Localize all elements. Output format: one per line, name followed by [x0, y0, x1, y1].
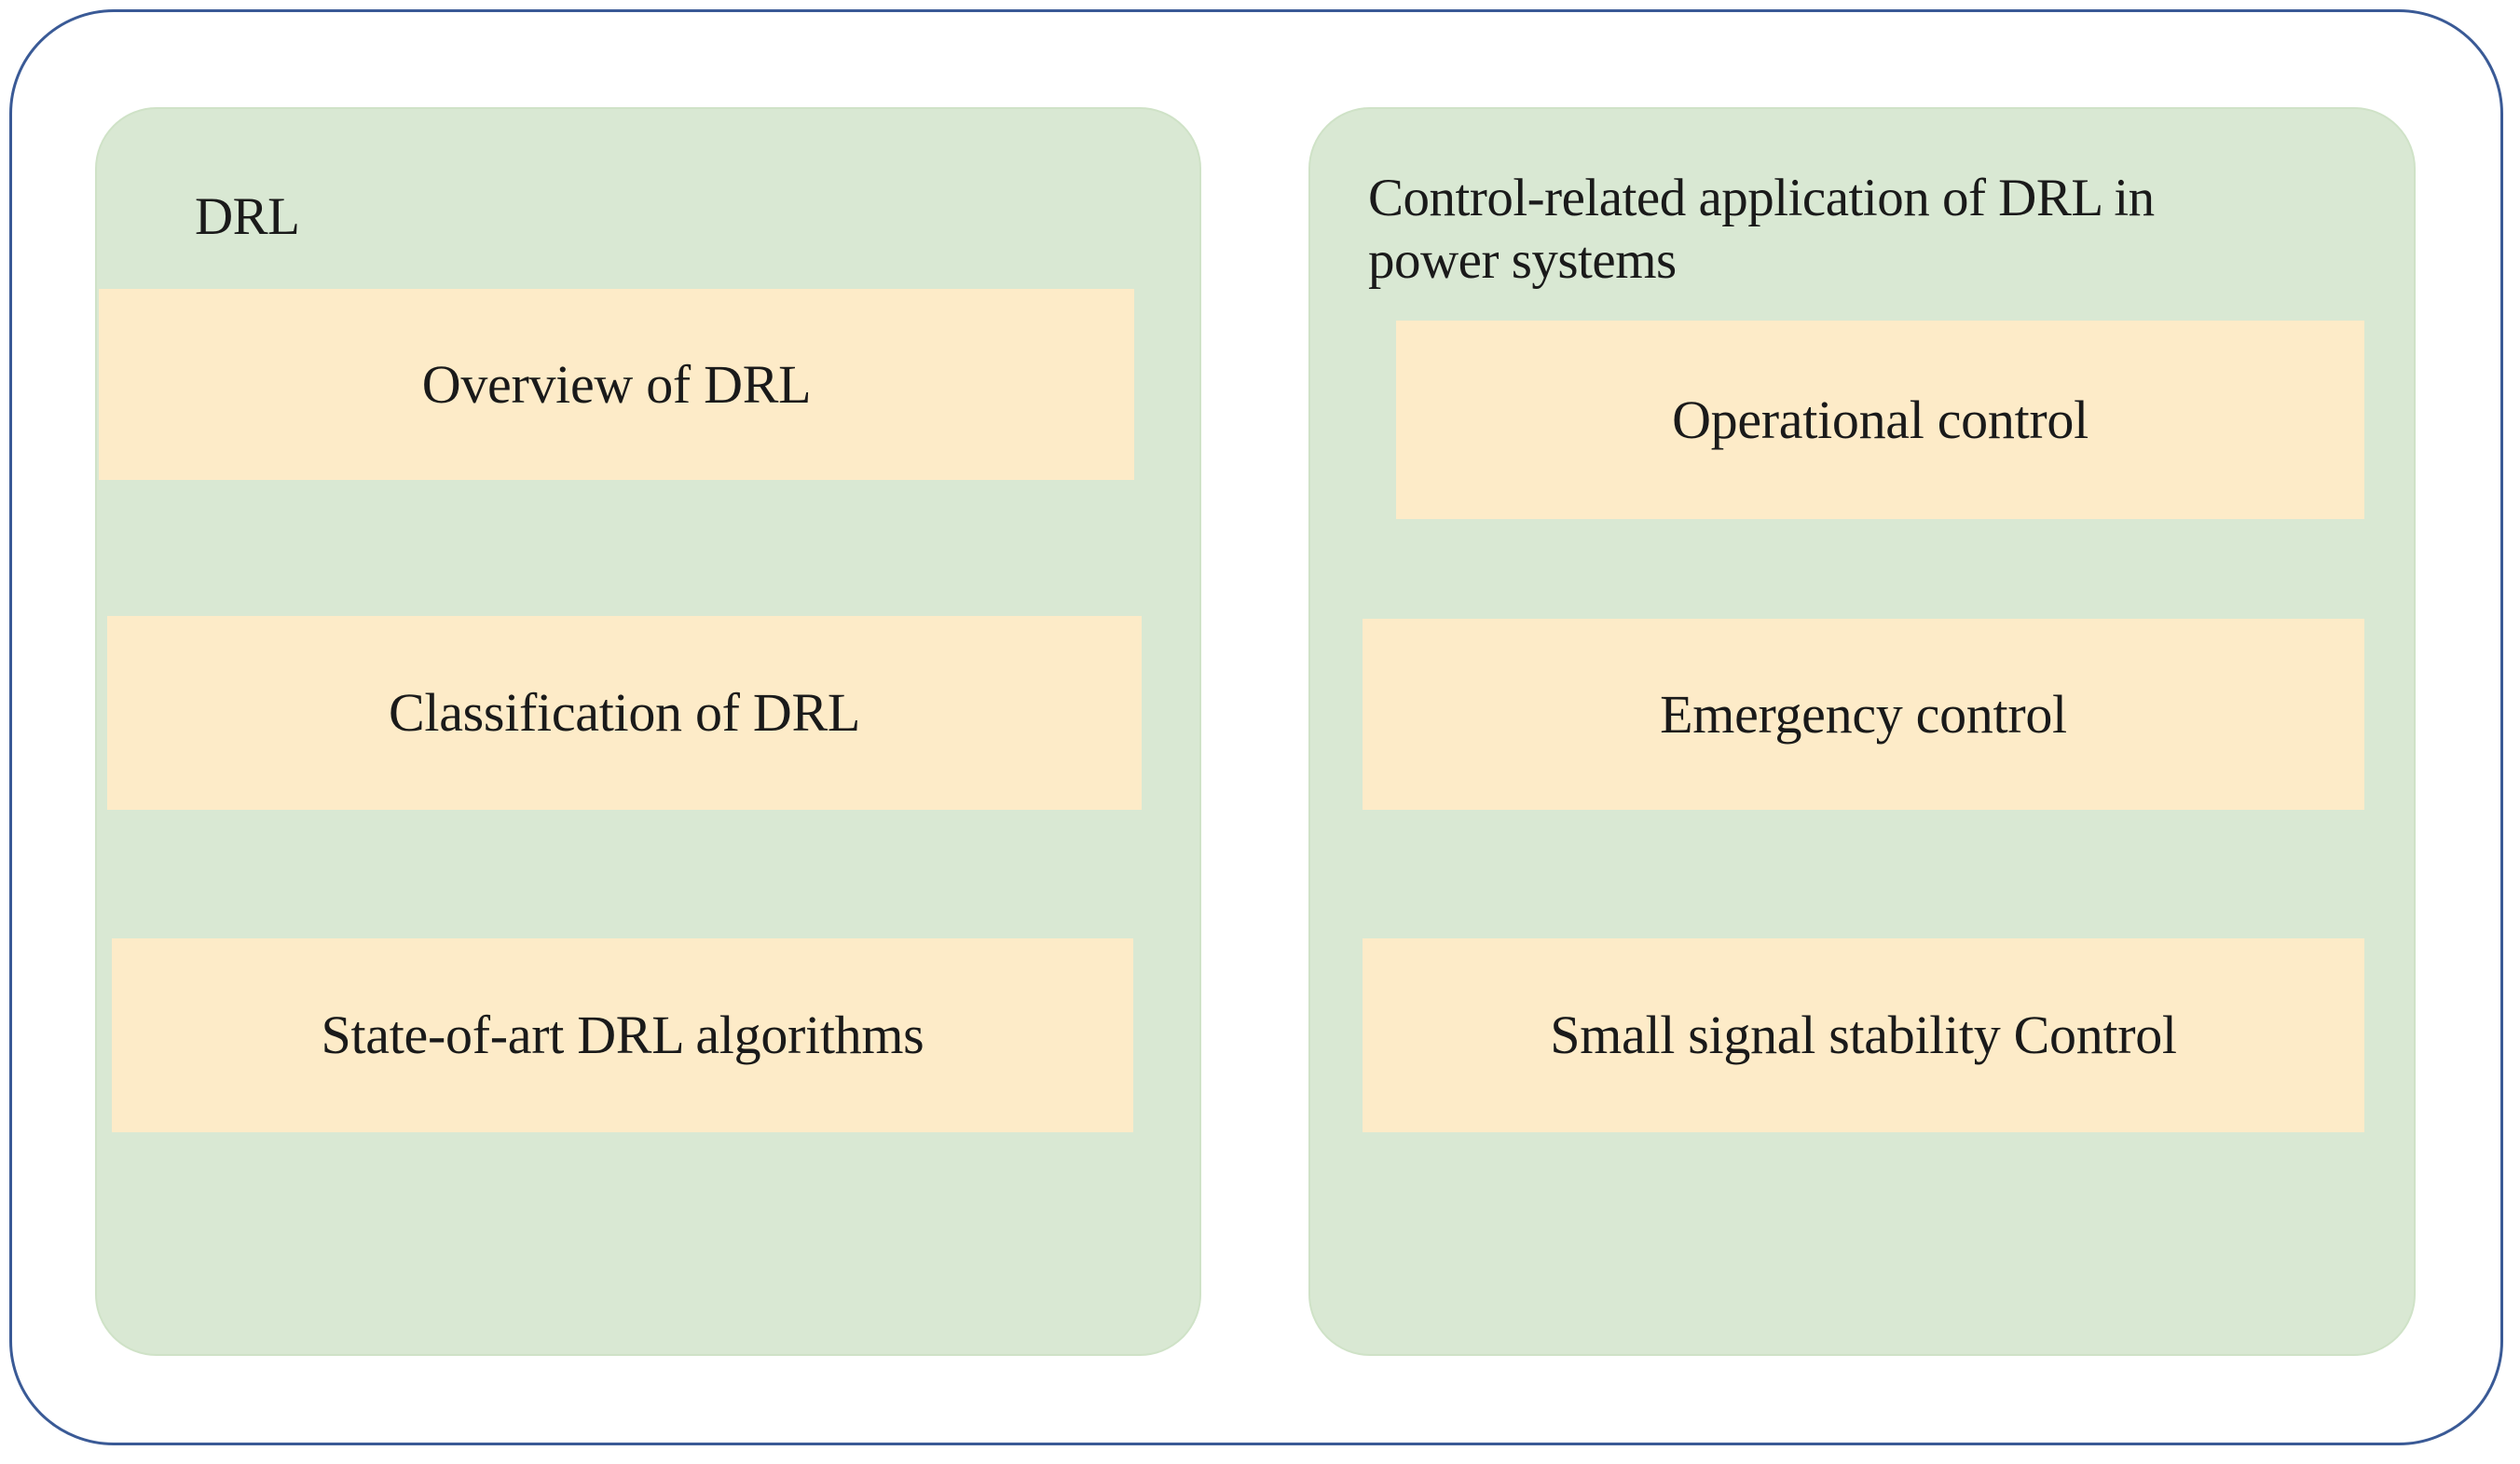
group-title-drl: DRL: [195, 187, 300, 246]
outer-frame-border: [9, 9, 2503, 1445]
item-box-state-of-art-drl-algorithms[interactable]: State-of-art DRL algorithms: [112, 938, 1133, 1132]
group-panel-control-applications: Control-related application of DRL in po…: [1308, 107, 2416, 1356]
item-box-operational-control[interactable]: Operational control: [1396, 321, 2364, 519]
item-label: Emergency control: [1660, 683, 2067, 745]
item-label: Classification of DRL: [389, 682, 860, 744]
item-box-small-signal-stability-control[interactable]: Small signal stability Control: [1363, 938, 2364, 1132]
group-title-control-applications: Control-related application of DRL in po…: [1368, 169, 2155, 291]
item-label: State-of-art DRL algorithms: [321, 1005, 924, 1066]
item-label: Operational control: [1672, 389, 2089, 450]
item-box-overview-of-drl[interactable]: Overview of DRL: [99, 289, 1134, 480]
group-panel-drl: DRL Overview of DRL Classification of DR…: [95, 107, 1201, 1356]
item-label: Small signal stability Control: [1550, 1005, 2177, 1066]
item-box-classification-of-drl[interactable]: Classification of DRL: [107, 616, 1142, 810]
item-box-emergency-control[interactable]: Emergency control: [1363, 619, 2364, 810]
item-label: Overview of DRL: [421, 353, 812, 415]
